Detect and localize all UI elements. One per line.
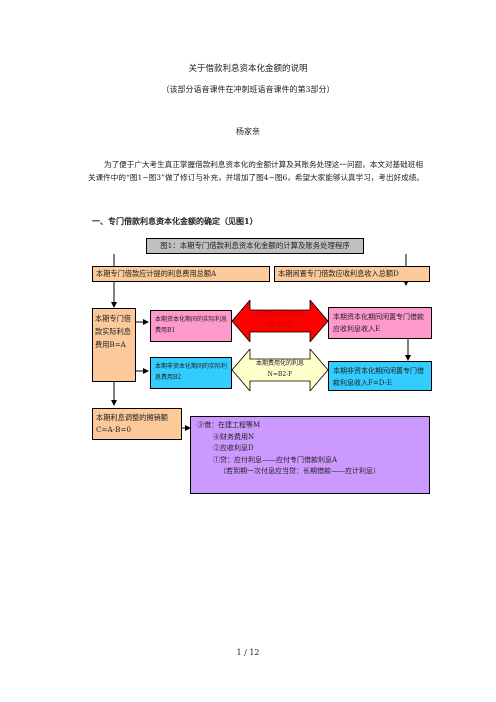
author-name: 杨家亲 bbox=[236, 127, 260, 136]
page-number: 1 / 12 bbox=[236, 648, 260, 657]
arrow-top-line1: 本期资本化的利息 bbox=[255, 311, 304, 318]
double-arrow-red-icon bbox=[232, 300, 328, 342]
arrow-top-line2: M=B1-E bbox=[267, 322, 293, 329]
box-b2-text: 本期非资本化期间的实际利息费用B2 bbox=[155, 363, 228, 381]
box-left-text: 本期专门借款实际利息费用B=A bbox=[95, 314, 131, 349]
box-d-text: 本期闲置专门借款应收利息收入总额D bbox=[278, 269, 399, 278]
diagram-header: 图1：本期专门借款利息资本化金额的计算及账务处理程序 bbox=[146, 238, 364, 254]
document-subtitle: （该部分语音课件在冲刺班语音课件的第3部分） bbox=[161, 85, 335, 94]
entry-note: （若到期一次付息应当贷：长期借款——应计利息） bbox=[219, 467, 380, 475]
box-c-text: 本期利息调整的摊销额C=A-B=0 bbox=[96, 413, 168, 434]
box-interest-expense-total-a: 本期专门借款应计提的利息费用总额A bbox=[92, 266, 270, 282]
section-heading: 一、专门借款利息资本化金额的确定（见图1） bbox=[92, 216, 258, 226]
box-b1-text: 本期资本化期间的实际利息费用B1 bbox=[155, 316, 228, 334]
box-interest-adjustment-c: 本期利息调整的摊销额C=A-B=0 bbox=[92, 408, 182, 440]
intro-paragraph: 为了便于广大考生真正掌握借款利息资本化的金额计算及其账务处理这一问题，本文对基础… bbox=[88, 160, 424, 182]
document-title: 关于借款利息资本化金额的说明 bbox=[188, 64, 308, 74]
box-non-capitalized-idle-income-f: 本期非资本化期间闲置专门借款利息收入F=D-E bbox=[328, 361, 432, 391]
box-actual-interest-b: 本期专门借款实际利息费用B=A bbox=[92, 308, 136, 382]
box-f-text: 本期非资本化期间闲置专门借款利息收入F=D-E bbox=[333, 367, 424, 387]
entry-credit-interest-payable: ①贷：应付利息——应付专门借款利息A bbox=[213, 455, 338, 464]
arrow-bottom-line2: N=B2-F bbox=[267, 371, 293, 378]
journal-entry-box: ③借：在建工程等M ④财务费用N ②应收利息D ①贷：应付利息——应付专门借款利… bbox=[190, 416, 430, 494]
diagram-header-text: 图1：本期专门借款利息资本化金额的计算及账务处理程序 bbox=[160, 241, 350, 250]
box-idle-interest-income-d: 本期闲置专门借款应收利息收入总额D bbox=[274, 266, 430, 282]
arrow-capitalized-interest: 本期资本化的利息 M=B1-E bbox=[232, 300, 328, 342]
box-a-text: 本期专门借款应计提的利息费用总额A bbox=[96, 269, 217, 278]
box-e-text: 本期资本化期间闲置专门借款应收利息收入E bbox=[333, 313, 424, 333]
entry-interest-receivable: ②应收利息D bbox=[213, 444, 254, 452]
arrow-bottom-line1: 本期费用化的利息 bbox=[255, 360, 304, 367]
box-capitalized-period-b1: 本期资本化期间的实际利息费用B1 bbox=[150, 310, 232, 342]
double-arrow-yellow-icon bbox=[232, 349, 328, 391]
box-capitalized-idle-income-e: 本期资本化期间闲置专门借款应收利息收入E bbox=[328, 307, 432, 339]
box-non-capitalized-period-b2: 本期非资本化期间的实际利息费用B2 bbox=[150, 357, 232, 389]
entry-finance-expense: ④财务费用N bbox=[213, 432, 255, 441]
entry-debit-construction: ③借：在建工程等M bbox=[197, 421, 261, 429]
arrow-expensed-interest: 本期费用化的利息 N=B2-F bbox=[232, 349, 328, 391]
